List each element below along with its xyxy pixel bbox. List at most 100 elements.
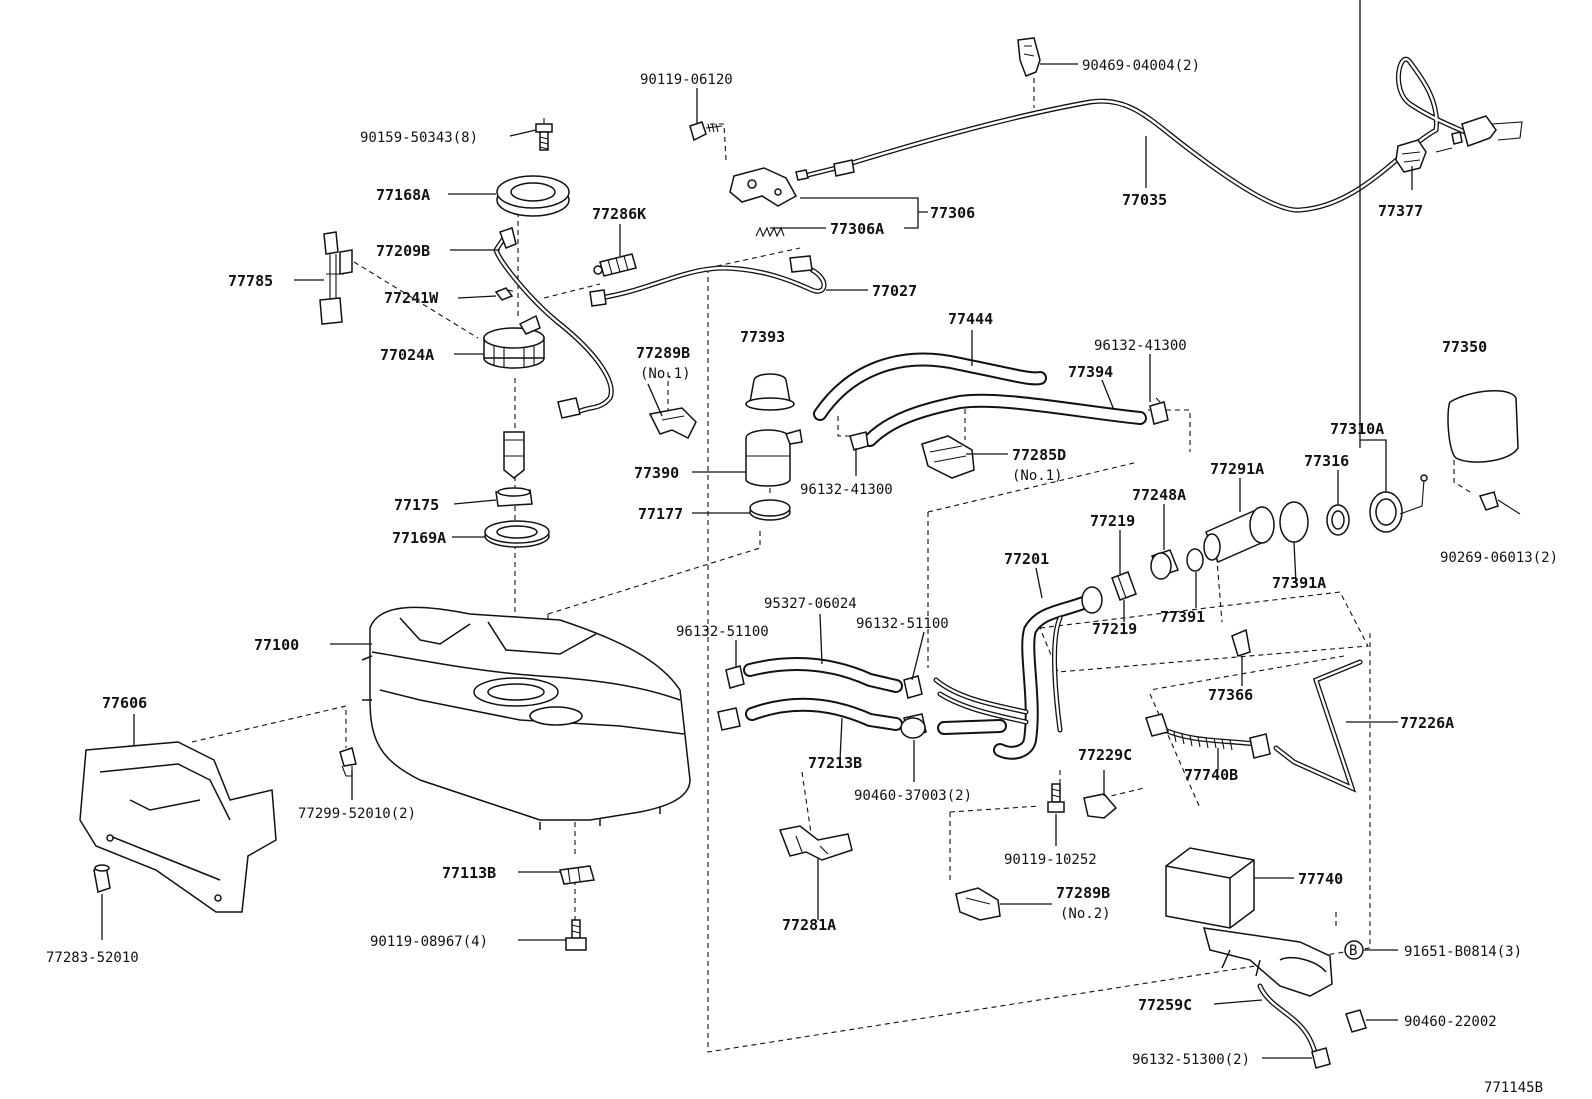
assembly-dashed-outlines [191, 247, 1371, 1053]
label-96132-41300-top: 96132-41300 [1094, 338, 1187, 354]
label-90269-06013: 90269-06013(2) [1440, 550, 1558, 566]
spring-77306A-icon [755, 226, 785, 238]
clamp-77289B-no2-icon [955, 887, 1001, 921]
label-77169A: 77169A [392, 529, 446, 547]
bolt-90119-10252-icon [1047, 783, 1065, 813]
label-77285D-note: (No.1) [1012, 468, 1063, 484]
label-77219-bot: 77219 [1092, 620, 1137, 638]
cushion-77175-icon [495, 487, 533, 507]
label-77444: 77444 [948, 310, 993, 328]
label-77259C: 77259C [1138, 996, 1192, 1014]
screw-90159-50343-icon [535, 118, 553, 151]
hose-77259C-icon [1257, 983, 1321, 1063]
label-77168A: 77168A [376, 186, 430, 204]
bolt-90119-06120-icon [689, 121, 723, 142]
label-77393: 77393 [740, 328, 785, 346]
label-90469-04004: 90469-04004(2) [1082, 58, 1200, 74]
rivet-90269-06013-icon [1478, 491, 1521, 515]
fuel-lid-77350-icon [1447, 390, 1519, 463]
tube-77226A-icon [1273, 659, 1363, 793]
label-77027: 77027 [872, 282, 917, 300]
label-77394: 77394 [1068, 363, 1113, 381]
label-77177: 77177 [638, 505, 683, 523]
hose-95327-06024-icon [743, 657, 903, 693]
tube-77394-icon [863, 393, 1147, 447]
label-90119-06120: 90119-06120 [640, 72, 733, 88]
part-labels: 90119-06120 90469-04004(2) 90159-50343(8… [46, 58, 1558, 1096]
vapor-hose-77740B-icon [1145, 713, 1271, 759]
clip-77241W-icon [494, 287, 514, 301]
clamp-96132-51100-left-icon [717, 665, 745, 731]
label-77289B-no1: 77289B [636, 344, 690, 362]
label-77035: 77035 [1122, 191, 1167, 209]
retainer-ring-77168A-icon [496, 175, 570, 217]
connector-77286K-icon [593, 253, 637, 277]
clip-90469-04004-icon [1017, 37, 1041, 77]
gasket-77316-icon [1326, 504, 1350, 536]
label-77391: 77391 [1160, 608, 1205, 626]
label-77113B: 77113B [442, 864, 496, 882]
label-77226A: 77226A [1400, 714, 1454, 732]
label-77366: 77366 [1208, 686, 1253, 704]
label-77213B: 77213B [808, 754, 862, 772]
label-77785: 77785 [228, 272, 273, 290]
label-77306: 77306 [930, 204, 975, 222]
label-90460-37003: 90460-37003(2) [854, 788, 972, 804]
label-77201: 77201 [1004, 550, 1049, 568]
hose-77213B-icon [745, 697, 1007, 735]
hose-77444-icon [813, 352, 1047, 421]
label-77316: 77316 [1304, 452, 1349, 470]
gasket-77169A-icon [484, 520, 550, 548]
oring-77391-icon [1186, 548, 1204, 572]
bolt-90119-08967-icon [565, 919, 587, 951]
label-90159-50343: 90159-50343(8) [360, 130, 478, 146]
bracket-77229C-icon [1083, 793, 1118, 819]
clamp-96132-41300-mid-icon [849, 431, 869, 451]
oring-77391A-icon [1279, 501, 1309, 543]
valve-77390-icon [745, 429, 803, 487]
filler-pipe-77201-icon [933, 586, 1103, 760]
bracket-77306-icon [729, 167, 798, 207]
label-90460-22002: 90460-22002 [1404, 1014, 1497, 1030]
grommet-77177-icon [749, 499, 791, 521]
protector-77606-icon [79, 741, 277, 913]
protector-77285D-icon [921, 435, 975, 479]
fuel-pump-icon [503, 431, 525, 479]
label-90119-08967: 90119-08967(4) [370, 934, 488, 950]
label-96132-51100-right: 96132-51100 [856, 616, 949, 632]
label-96132-41300-mid: 96132-41300 [800, 482, 893, 498]
b-marker-icon [1344, 940, 1364, 960]
label-77289B-no2: 77289B [1056, 884, 1110, 902]
label-90119-10252: 90119-10252 [1004, 852, 1097, 868]
label-77606: 77606 [102, 694, 147, 712]
cap-77393-icon [745, 373, 795, 411]
label-96132-51300: 96132-51300(2) [1132, 1052, 1250, 1068]
label-77175: 77175 [394, 496, 439, 514]
clamp-77281A-icon [778, 825, 853, 861]
fuel-tank-77100-icon [361, 606, 691, 830]
label-77219-top: 77219 [1090, 512, 1135, 530]
clip-77366-icon [1231, 628, 1251, 657]
label-77283-52010: 77283-52010 [46, 950, 139, 966]
clamp-96132-41300-top-icon [1149, 397, 1169, 425]
label-77310A: 77310A [1330, 420, 1384, 438]
clamp-77219-icon [1111, 571, 1137, 601]
diagram-id: 771145B [1484, 1080, 1543, 1096]
label-77377: 77377 [1378, 202, 1423, 220]
label-77740B: 77740B [1184, 766, 1238, 784]
clamp-77289B-no1-icon [648, 407, 697, 440]
fuel-lid-cable-77035-icon [795, 56, 1523, 213]
sender-gauge-77785-icon [319, 231, 353, 325]
pump-bracket-77024A-icon [483, 314, 545, 369]
fuel-inlet-77291A-icon [1203, 506, 1275, 563]
clip-77283-52010-icon [93, 864, 111, 893]
label-77291A: 77291A [1210, 460, 1264, 478]
label-77391A: 77391A [1272, 574, 1326, 592]
wire-77027-icon [589, 255, 827, 307]
fuel-cap-77310A-icon [1369, 474, 1428, 533]
label-77241W: 77241W [384, 289, 439, 307]
label-77299-52010: 77299-52010(2) [298, 806, 416, 822]
fuel-tube-77209B-icon [493, 227, 614, 419]
cable-end-77377-icon [1395, 139, 1427, 173]
